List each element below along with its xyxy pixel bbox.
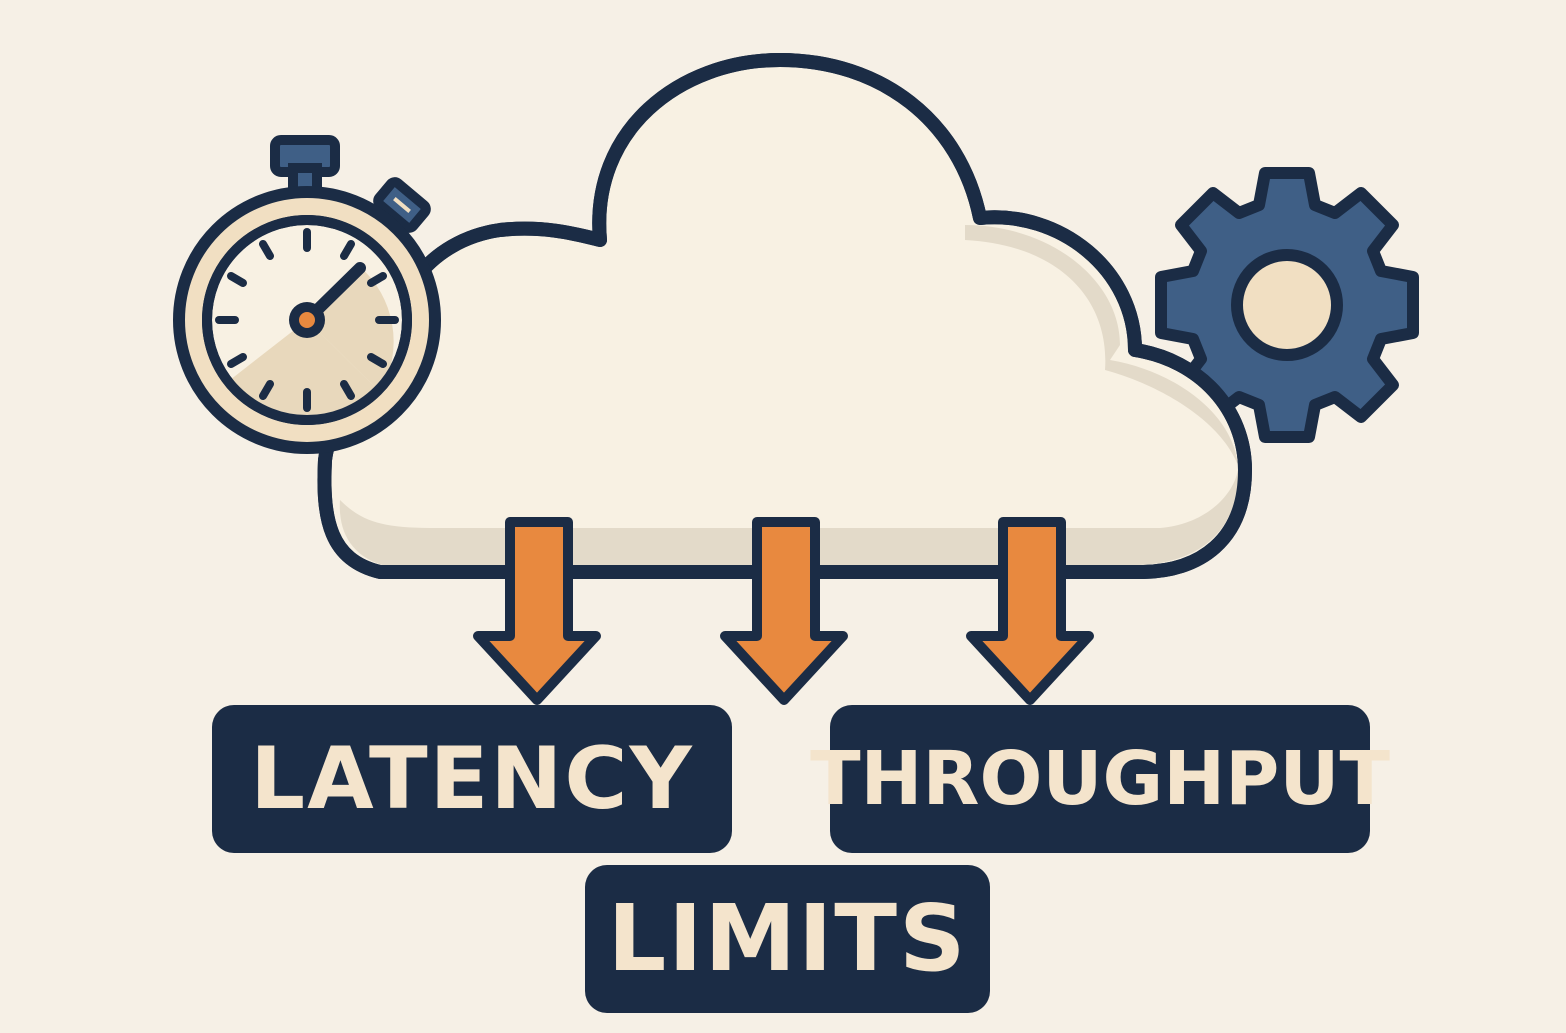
- latency-label: LATENCY: [250, 729, 694, 829]
- gear-icon: [1155, 167, 1419, 443]
- cloud-icon: [317, 53, 1252, 579]
- stopwatch-icon: [173, 135, 441, 454]
- throughput-label-box: THROUGHPUT: [810, 705, 1390, 853]
- throughput-label: THROUGHPUT: [810, 736, 1390, 822]
- limits-label: LIMITS: [607, 885, 968, 992]
- latency-label-box: LATENCY: [212, 705, 732, 853]
- limits-label-box: LIMITS: [585, 865, 990, 1013]
